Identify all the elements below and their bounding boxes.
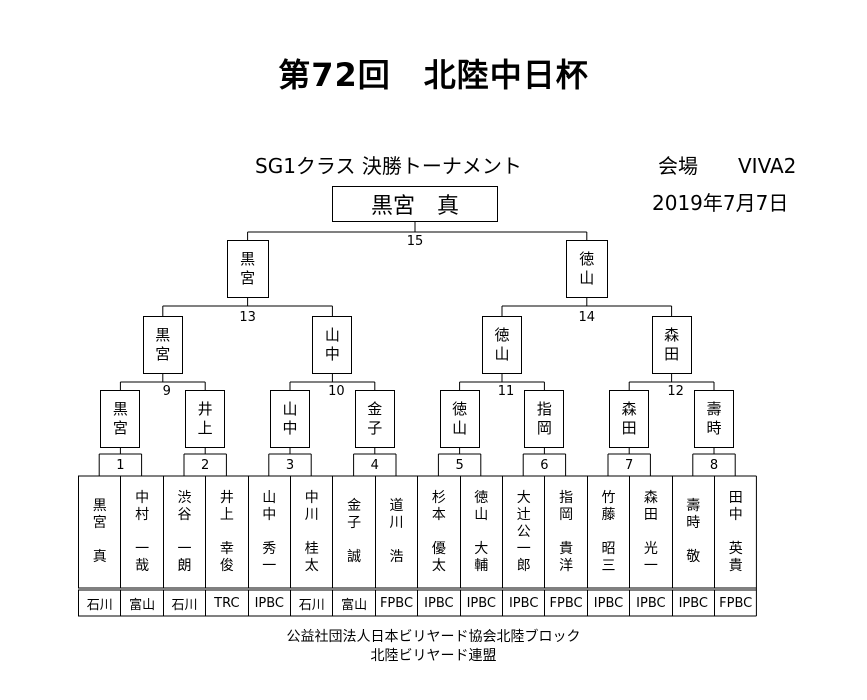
quarter-winner-box: 黒宮	[142, 316, 183, 374]
player-name-cell: 杉本 優太	[417, 476, 459, 588]
player-club-cell: TRC	[205, 590, 247, 616]
player-name-cell: 山中 秀一	[247, 476, 290, 588]
player-club-cell: FPBC	[374, 590, 417, 616]
match-number: 4	[370, 458, 379, 473]
match-number: 8	[709, 458, 719, 473]
player-club-cell: FPBC	[714, 590, 756, 616]
player-club-cell: IPBC	[417, 590, 459, 616]
player-club-cell: 富山	[120, 590, 162, 616]
match-number: 1	[116, 458, 125, 473]
match-number: 7	[625, 458, 634, 473]
match-number: 10	[328, 384, 345, 399]
player-club-cell: IPBC	[671, 590, 714, 616]
player-name-cell: 指岡 貴洋	[544, 476, 586, 588]
finalist-box: 黒宮	[226, 240, 269, 298]
player-name-cell: 井上 幸俊	[205, 476, 247, 588]
player-name-cell: 渋谷 一朗	[162, 476, 205, 588]
player-club-cell: 富山	[332, 590, 374, 616]
player-name-cell: 道川 浩	[374, 476, 417, 588]
player-name-cell: 竹藤 昭三	[586, 476, 629, 588]
match-number: 3	[285, 458, 295, 473]
player-name-cell: 大辻公一郎	[502, 476, 544, 588]
player-club-cell: 石川	[78, 590, 120, 616]
event-date: 2019年7月7日	[652, 191, 789, 215]
round1-winner-box: 黒宮	[100, 390, 141, 448]
match-number: 15	[406, 234, 424, 249]
match-number: 5	[455, 458, 464, 473]
finalist-box: 徳山	[565, 240, 608, 298]
player-club-cell: IPBC	[247, 590, 290, 616]
player-club-cell: 石川	[162, 590, 205, 616]
player-name-cell: 中村 一哉	[120, 476, 162, 588]
quarter-winner-box: 山中	[312, 316, 353, 374]
player-name-cell: 金子 誠	[332, 476, 374, 588]
round1-winner-box: 壽時	[694, 390, 734, 448]
match-number: 13	[239, 310, 256, 325]
venue-label: 会場 VIVA2	[658, 154, 797, 178]
player-club-cell: IPBC	[629, 590, 671, 616]
player-club-cell: IPBC	[459, 590, 502, 616]
player-name-cell: 中川 桂太	[290, 476, 332, 588]
quarter-winner-box: 森田	[651, 316, 692, 374]
round1-winner-box: 井上	[185, 390, 226, 448]
player-name-cell: 田中 英貴	[714, 476, 756, 588]
tournament-subtitle: SG1クラス 決勝トーナメント	[255, 154, 522, 178]
player-name-cell: 森田 光一	[629, 476, 671, 588]
match-number: 2	[201, 458, 210, 473]
player-name-cell: 徳山 大輔	[459, 476, 502, 588]
round1-winner-box: 森田	[609, 390, 650, 448]
player-club-cell: IPBC	[586, 590, 629, 616]
match-number: 14	[578, 310, 596, 325]
match-number: 11	[497, 384, 515, 399]
match-number: 9	[162, 384, 171, 399]
footer-federation: 北陸ビリヤード連盟	[370, 648, 497, 664]
round1-winner-box: 山中	[270, 390, 310, 448]
round1-winner-box: 金子	[354, 390, 395, 448]
player-club-cell: IPBC	[502, 590, 544, 616]
page-title: 第72回 北陸中日杯	[278, 56, 589, 94]
player-name-cell: 黒宮 真	[78, 476, 120, 588]
player-club-cell: 石川	[290, 590, 332, 616]
match-number: 6	[540, 458, 549, 473]
match-number: 12	[667, 384, 684, 399]
round1-winner-box: 徳山	[439, 390, 480, 448]
round1-winner-box: 指岡	[524, 390, 565, 448]
champion-box: 黒宮 真	[332, 186, 498, 222]
player-name-cell: 壽時 敬	[671, 476, 714, 588]
quarter-winner-box: 徳山	[482, 316, 522, 374]
player-club-cell: FPBC	[544, 590, 586, 616]
footer-organizer: 公益社団法人日本ビリヤード協会北陸ブロック	[286, 629, 581, 645]
